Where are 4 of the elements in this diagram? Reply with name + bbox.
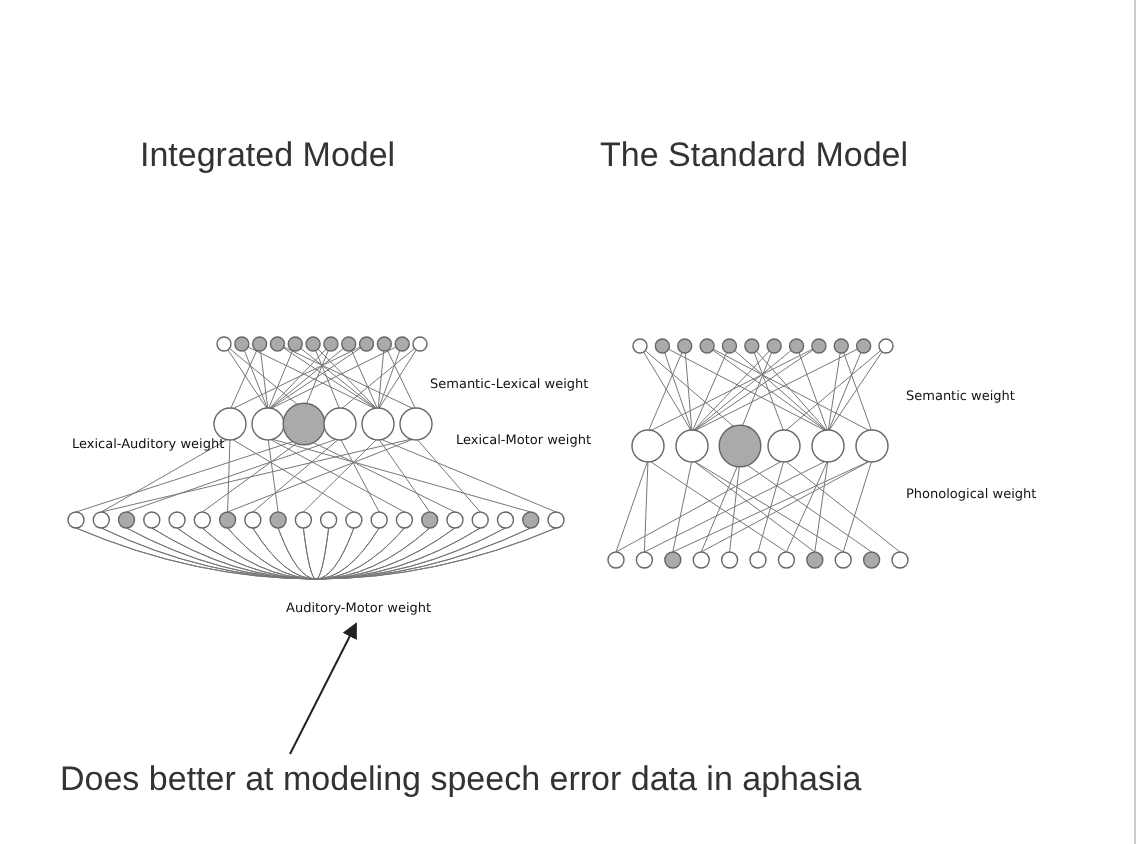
model-title: The Standard Model — [600, 136, 909, 176]
model-title: Integrated Model — [140, 136, 396, 176]
arrow — [289, 622, 357, 755]
note-text: Does better at modeling speech error data in aphasia — [60, 760, 862, 800]
